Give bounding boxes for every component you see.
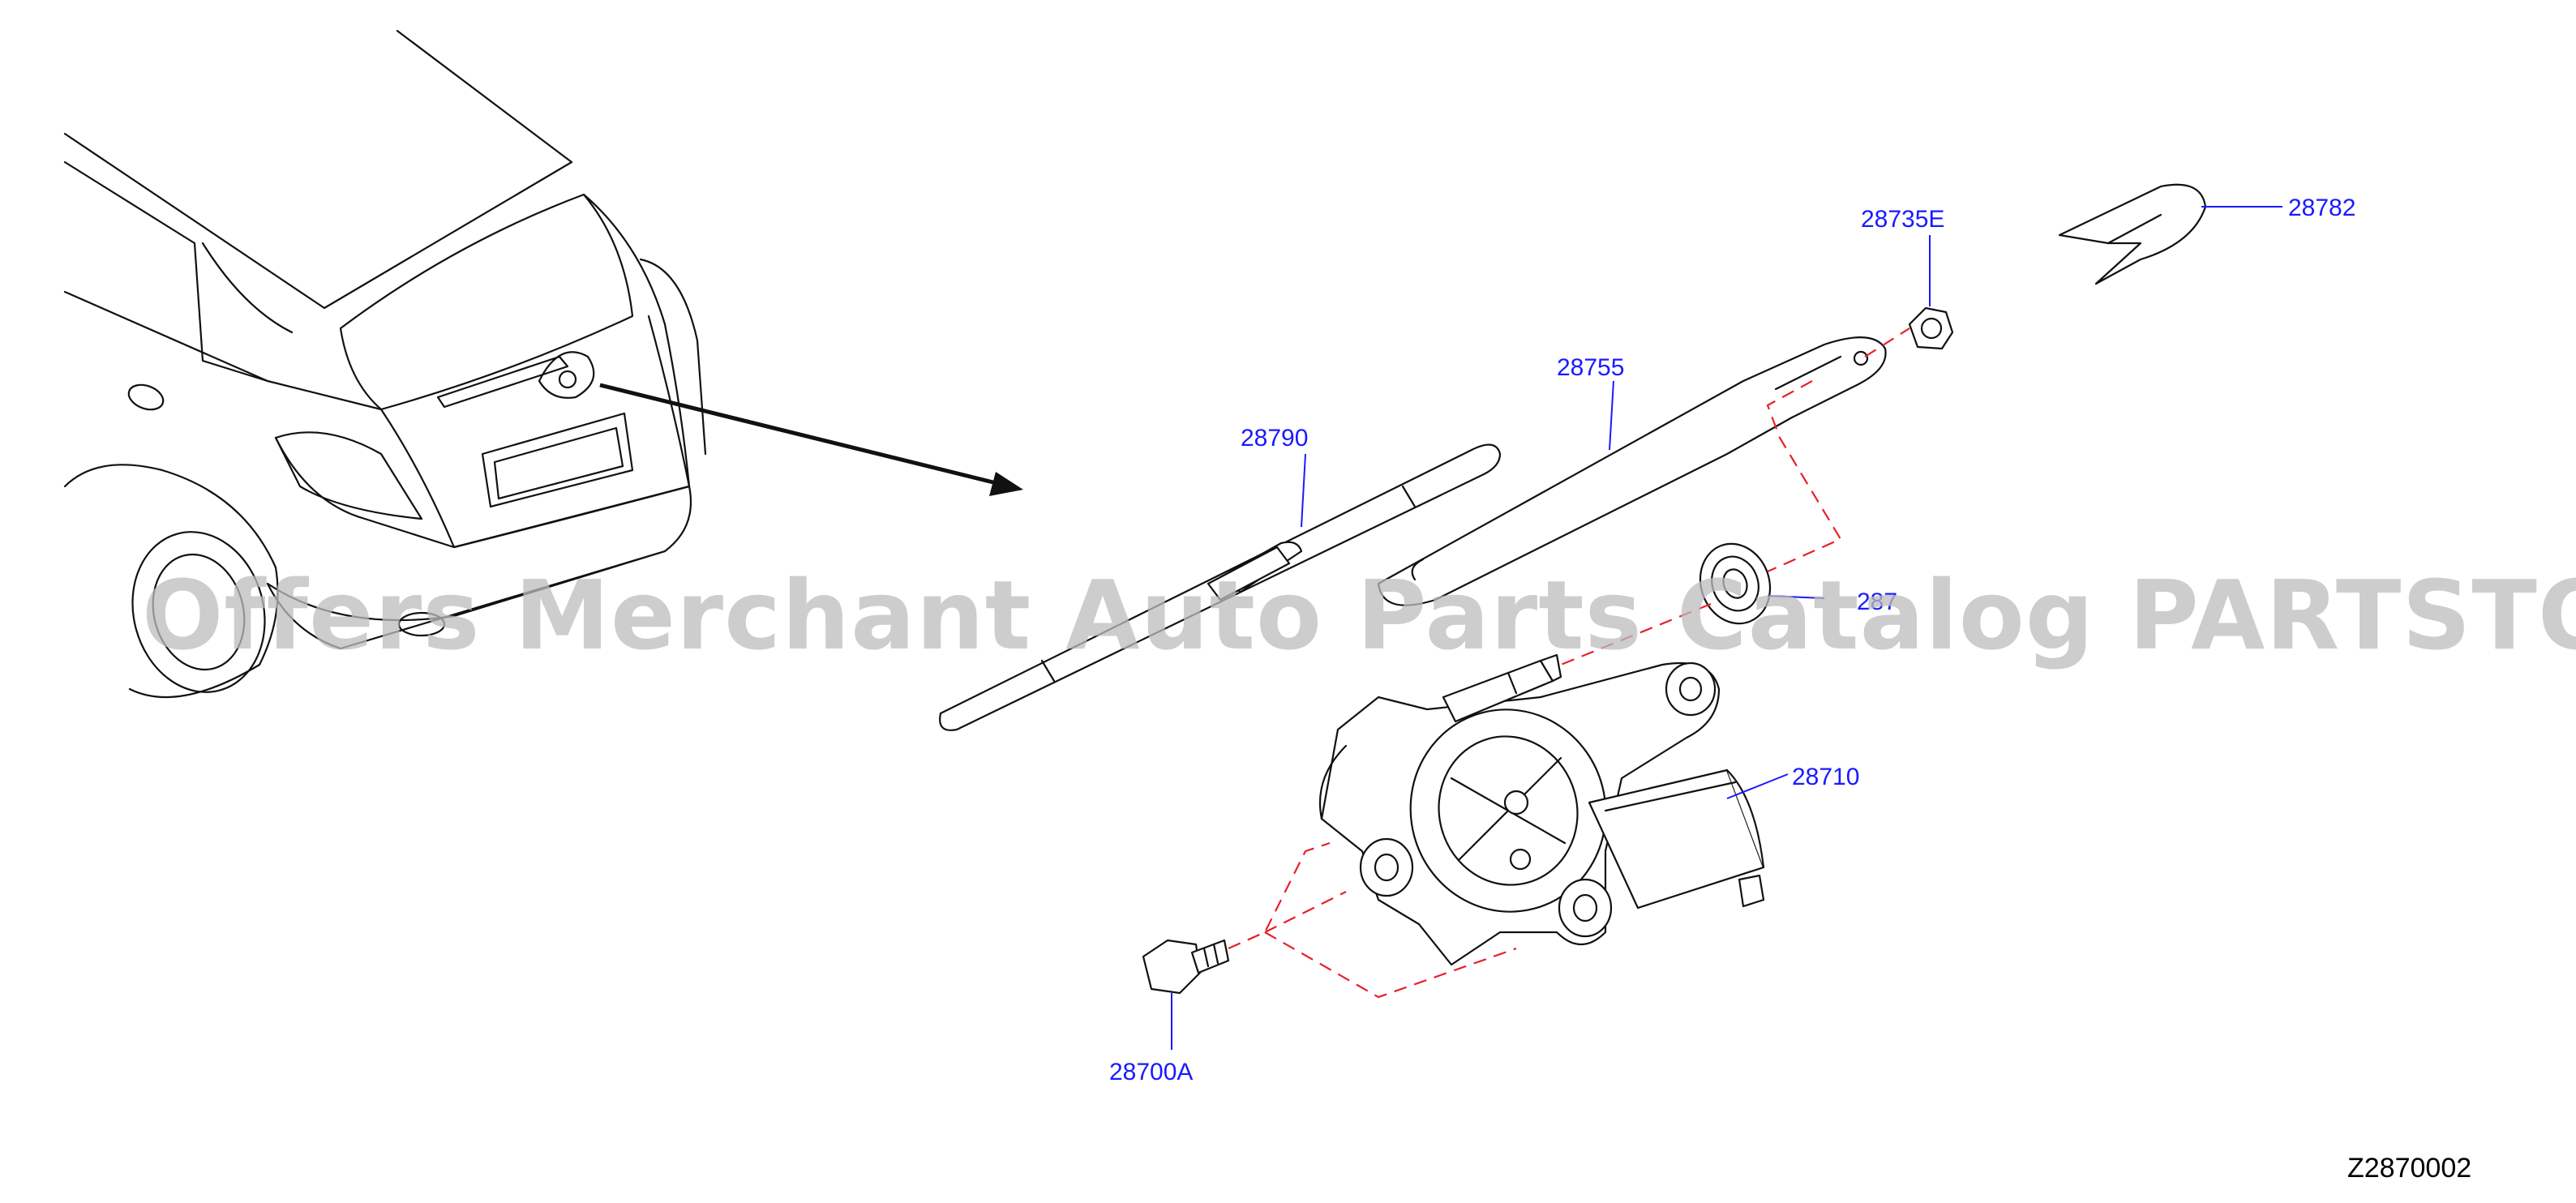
label-28715[interactable]: 287 bbox=[1857, 589, 1897, 615]
vehicle-rear-outline bbox=[63, 29, 707, 699]
label-28782[interactable]: 28782 bbox=[2288, 195, 2355, 221]
label-28790[interactable]: 28790 bbox=[1241, 425, 1308, 452]
leader-lines bbox=[1171, 206, 2282, 1050]
wiper-arm-part bbox=[1377, 336, 1887, 606]
bolt-part bbox=[1142, 939, 1230, 995]
seal-part bbox=[1699, 542, 1772, 625]
label-28710[interactable]: 28710 bbox=[1792, 764, 1859, 790]
label-28735E[interactable]: 28735E bbox=[1861, 206, 1944, 233]
nut-part bbox=[1908, 306, 1954, 350]
label-28700A[interactable]: 28700A bbox=[1109, 1059, 1193, 1085]
assembly-guides bbox=[1228, 328, 1910, 999]
part-labels: 28782 28735E 28755 28790 287 28710 28700… bbox=[1109, 195, 2355, 1085]
label-28755[interactable]: 28755 bbox=[1557, 354, 1624, 381]
location-arrow bbox=[599, 383, 1023, 496]
watermark-text: Offers Merchant Auto Parts Catalog PARTS… bbox=[142, 559, 2576, 671]
wiper-motor-part bbox=[1318, 653, 1765, 966]
wiper-blade-part bbox=[939, 443, 1502, 731]
wiper-arm-cap-part bbox=[2058, 183, 2207, 285]
diagram-code: Z2870002 bbox=[2347, 1153, 2471, 1184]
